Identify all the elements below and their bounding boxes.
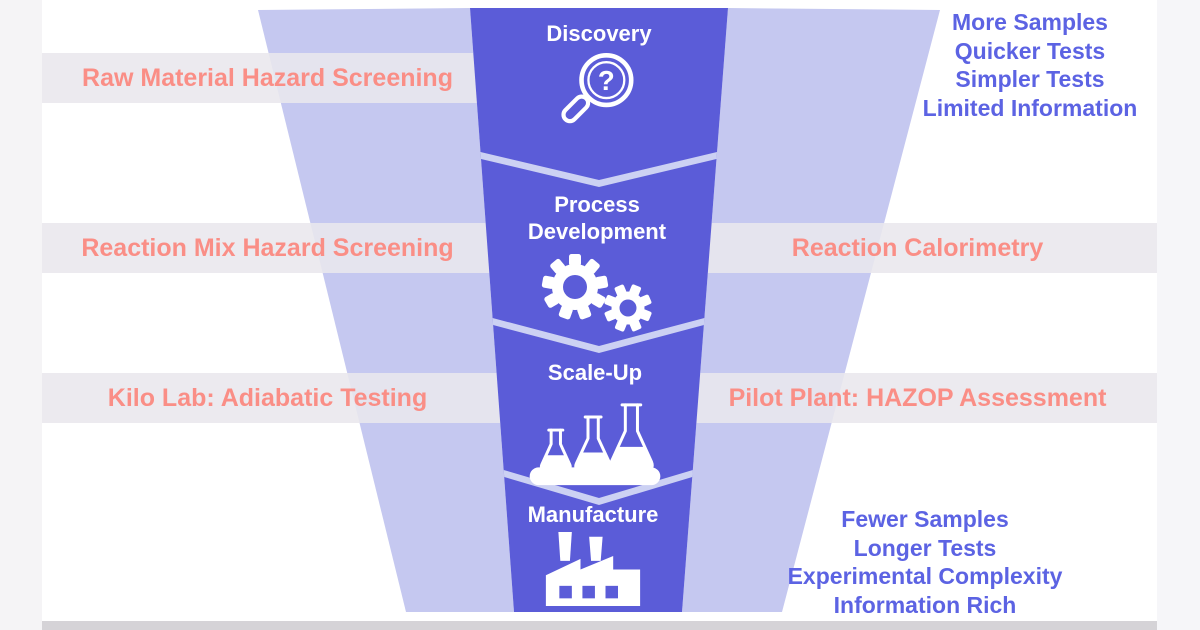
right-wing-shape [682, 8, 940, 612]
list-item: Information Rich [833, 591, 1017, 618]
stage-discovery: Discovery ? [499, 20, 699, 139]
funnel-body-shape [470, 8, 728, 612]
liquid-blob [529, 467, 661, 486]
right-margin-strip [1157, 0, 1200, 630]
list-item: Fewer Samples [841, 506, 1009, 532]
chevron-separator-2 [492, 318, 705, 353]
small-gear [603, 284, 652, 332]
stage-scale-up-title: Scale-Up [547, 360, 643, 385]
gears-icon [541, 254, 652, 332]
stage-scale-up: Scale-Up [495, 359, 695, 487]
magnifier-handle [561, 94, 591, 124]
factory-window [559, 585, 572, 599]
factory-icon [545, 532, 641, 607]
label-raw-material-hazard-screening: Raw Material Hazard Screening [82, 63, 453, 92]
list-item: Quicker Tests [954, 37, 1106, 64]
large-flask [609, 403, 654, 471]
large-gear [541, 254, 608, 320]
stage-manufacture: Manufacture [493, 501, 693, 607]
factory-window [582, 585, 595, 599]
chevron-separator-1 [480, 152, 717, 187]
list-item: Limited Information [922, 94, 1138, 121]
label-pilot-plant-hazop-assessment: Pilot Plant: HAZOP Assessment [728, 383, 1107, 412]
left-wing-shape [258, 8, 514, 612]
label-reaction-mix-hazard-screening: Reaction Mix Hazard Screening [81, 233, 454, 262]
bottom-bar [42, 621, 1157, 630]
factory-building [545, 556, 641, 607]
question-mark-glyph: ? [598, 65, 615, 96]
factory-window [605, 585, 618, 599]
left-margin-strip [0, 0, 42, 630]
late-stage-characteristics-list: Fewer Samples Longer Tests Experimental … [780, 505, 1070, 619]
magnifier-lens-inner [587, 61, 626, 100]
list-item: More Samples [952, 9, 1108, 35]
stage-manufacture-title: Manufacture [527, 502, 659, 527]
factory-chimney-left [558, 532, 572, 561]
label-reaction-calorimetry: Reaction Calorimetry [791, 233, 1044, 262]
stage-process-development: Process Development [497, 191, 697, 335]
stage-discovery-title: Discovery [546, 21, 652, 46]
flasks-icon [529, 403, 661, 486]
list-item: Experimental Complexity [787, 563, 1063, 589]
small-flask [539, 428, 572, 471]
label-kilo-lab-adiabatic-testing: Kilo Lab: Adiabatic Testing [107, 383, 428, 412]
magnifier-question-icon: ? [561, 52, 634, 124]
magnifier-lens-outer [579, 52, 634, 108]
factory-chimney-right [589, 536, 603, 561]
chevron-separator-3 [503, 470, 693, 505]
early-stage-characteristics-list: More Samples Quicker Tests Simpler Tests… [895, 8, 1165, 122]
list-item: Longer Tests [853, 534, 997, 561]
stage-process-development-title: Process Development [527, 192, 667, 244]
list-item: Simpler Tests [955, 66, 1105, 92]
